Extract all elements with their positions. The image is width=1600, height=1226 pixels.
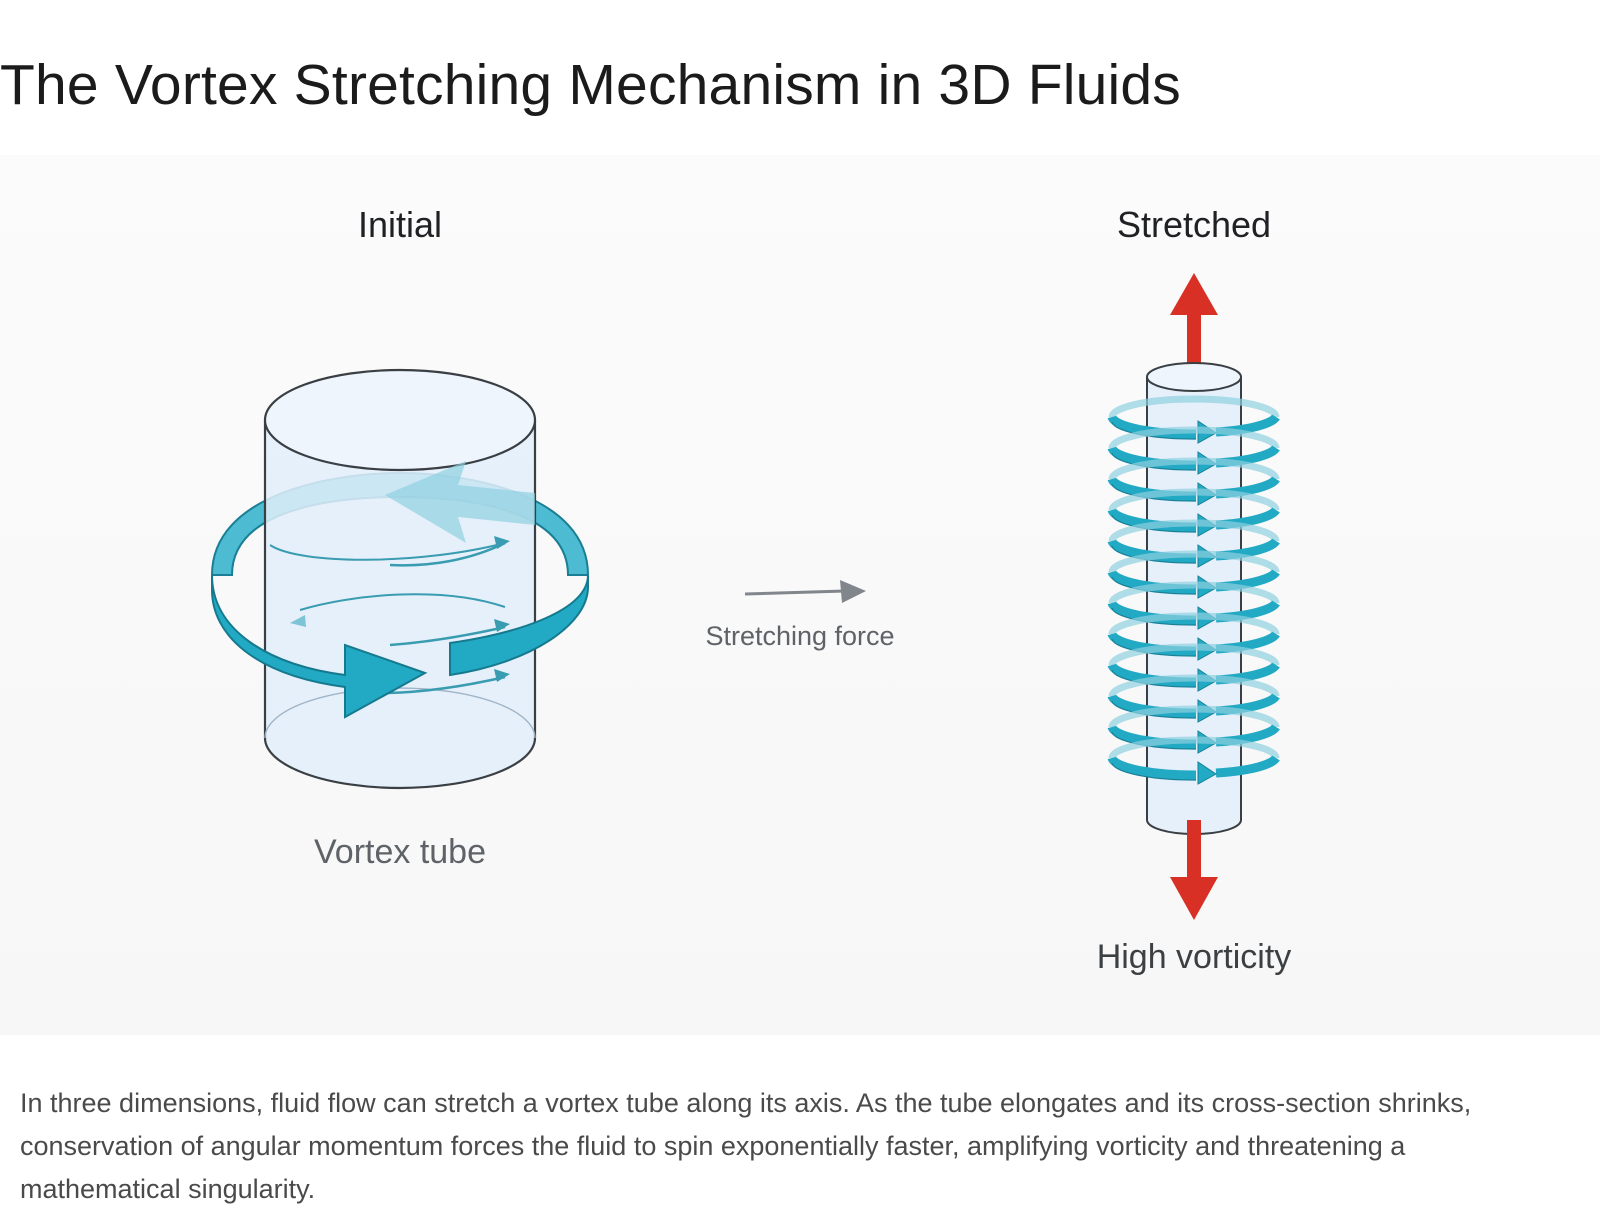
stretching-force-label: Stretching force (705, 621, 894, 651)
initial-tube (263, 368, 537, 790)
stretched-label: High vorticity (1097, 938, 1292, 976)
right-arrow-icon (744, 580, 866, 603)
caption-text: In three dimensions, fluid flow can stre… (20, 1088, 1472, 1204)
diagram-background (0, 155, 1600, 1035)
initial-inner-flow (269, 536, 510, 695)
initial-panel: Initial (210, 204, 590, 871)
initial-band-front (211, 574, 428, 719)
coil-ring (1107, 736, 1280, 785)
stretched-panel: Stretched High vorticity (1097, 204, 1292, 976)
red-down-arrow-icon (1170, 820, 1218, 920)
initial-label: Vortex tube (314, 833, 486, 871)
initial-faded-arrowhead (385, 461, 535, 543)
stretched-heading: Stretched (1117, 204, 1271, 245)
stretched-coils (1107, 395, 1280, 785)
initial-heading: Initial (358, 204, 442, 245)
vortex-stretching-diagram: Initial (0, 155, 1600, 1035)
stretching-force: Stretching force (705, 580, 895, 651)
red-up-arrow-icon (1170, 273, 1218, 373)
page-title: The Vortex Stretching Mechanism in 3D Fl… (0, 53, 1181, 117)
